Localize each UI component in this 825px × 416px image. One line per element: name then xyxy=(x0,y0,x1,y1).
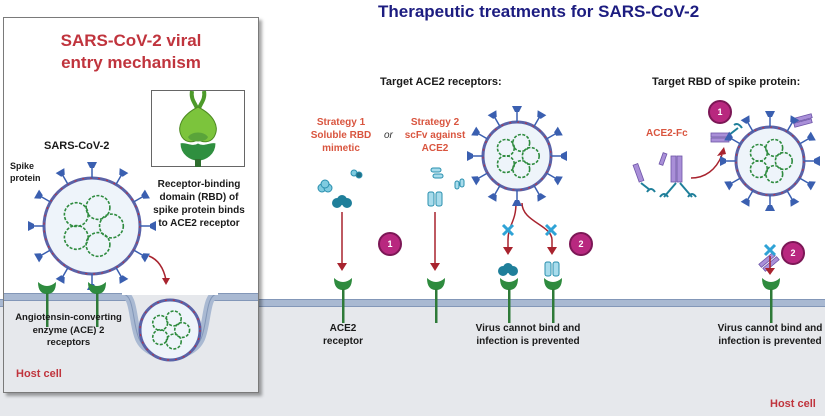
panel-title-line2: entry mechanism xyxy=(61,53,201,72)
rbd-caption-line: to ACE2 receptor xyxy=(158,218,240,229)
result-caption-line: infection is prevented xyxy=(476,336,580,347)
ace2-receptor-icon xyxy=(762,278,780,323)
panel-host-cell-label: Host cell xyxy=(16,368,62,380)
panel-title-line1: SARS-CoV-2 viral xyxy=(60,31,202,50)
ace2-receptor-icon xyxy=(427,278,445,323)
step1-badge: 1 xyxy=(378,232,402,256)
receptor-caption-line: receptor xyxy=(322,336,363,347)
strategy2-line: Strategy 2 xyxy=(410,117,460,128)
ace2-receptor-icon xyxy=(500,278,518,323)
bound-rbd-mimetic-icon xyxy=(498,263,518,276)
rbd-result-caption: Virus cannot bind and infection is preve… xyxy=(712,322,825,348)
strategy1-line: Strategy 1 xyxy=(316,117,366,128)
rbd-mimetic-icon xyxy=(332,195,352,208)
rbd-step1-badge: 1 xyxy=(708,100,732,124)
spike-label-line1: Spike xyxy=(10,161,35,171)
rbd-caption-line: spike protein binds xyxy=(153,205,245,216)
ace2-receptor-icon xyxy=(334,278,352,323)
rbd-caption-line: domain (RBD) of xyxy=(159,192,239,203)
rbd-inset-box xyxy=(151,90,245,167)
down-arrow-icon xyxy=(430,212,440,271)
result-caption-line: infection is prevented xyxy=(718,336,822,347)
internalized-virus-icon xyxy=(138,298,202,362)
ace2-receptor-icon xyxy=(544,278,562,323)
sars-cov-2-virus-icon xyxy=(467,106,567,206)
strategy1-line: Soluble RBD xyxy=(310,130,372,141)
entry-arrow-icon xyxy=(148,255,170,285)
or-label: or xyxy=(384,130,393,141)
rbd-caption-line: Receptor-binding xyxy=(157,179,241,190)
rbd-step2-badge: 2 xyxy=(781,241,805,265)
strategy2-line: scFv against xyxy=(404,130,466,141)
rbd-blocked-arrow-icon xyxy=(763,243,777,275)
ace-receptors-caption: Angiotensin-converting enzyme (ACE) 2 re… xyxy=(6,312,131,350)
main-title: Therapeutic treatments for SARS-CoV-2 xyxy=(378,2,700,21)
cell-membrane xyxy=(0,299,825,307)
ace2-receptor-icon xyxy=(38,282,56,327)
rbd-caption: Receptor-binding domain (RBD) of spike p… xyxy=(147,178,251,230)
ace-caption-line: receptors xyxy=(46,337,91,348)
bound-scfv-icon xyxy=(544,261,560,277)
block-x-icon xyxy=(501,223,558,237)
strategy2-line: ACE2 xyxy=(421,143,449,154)
viral-entry-panel: SARS-CoV-2 viral entry mechanism Recepto… xyxy=(3,17,259,393)
ace2-result-caption: Virus cannot bind and infection is preve… xyxy=(470,322,586,348)
spike-protein-label: Spike protein xyxy=(10,160,41,184)
ace2-section-heading: Target ACE2 receptors: xyxy=(380,76,502,88)
sars-cov-2-virus-icon xyxy=(28,162,156,290)
strategy1-label: Strategy 1 Soluble RBD mimetic xyxy=(306,116,376,155)
sars-cov-2-virus-icon xyxy=(720,111,820,211)
step2-badge: 2 xyxy=(569,232,593,256)
spike-label-line2: protein xyxy=(10,173,41,183)
ace2-receptor-icon xyxy=(88,282,106,327)
down-arrow-icon xyxy=(337,212,347,271)
ace2-fc-label: ACE2-Fc xyxy=(646,128,688,139)
ace2-receptor-caption: ACE2 receptor xyxy=(313,322,373,348)
host-cell-label: Host cell xyxy=(770,398,816,410)
virus-label: SARS-CoV-2 xyxy=(44,140,110,152)
ace-caption-line: Angiotensin-converting xyxy=(15,312,122,323)
scfv-icon xyxy=(427,167,465,207)
rbd-mimetic-icon xyxy=(317,169,363,193)
rbd-section-heading: Target RBD of spike protein: xyxy=(652,76,801,88)
rbd-binding-icon xyxy=(179,90,217,167)
ace-caption-line: enzyme (ACE) 2 xyxy=(32,324,105,336)
result-caption-line: Virus cannot bind and xyxy=(475,323,581,334)
strategy2-label: Strategy 2 scFv against ACE2 xyxy=(403,116,467,155)
receptor-caption-line: ACE2 xyxy=(329,323,357,334)
ace2-fc-antibody-icon xyxy=(632,113,813,272)
strategy1-line: mimetic xyxy=(322,143,360,154)
result-caption-line: Virus cannot bind and xyxy=(717,323,823,334)
